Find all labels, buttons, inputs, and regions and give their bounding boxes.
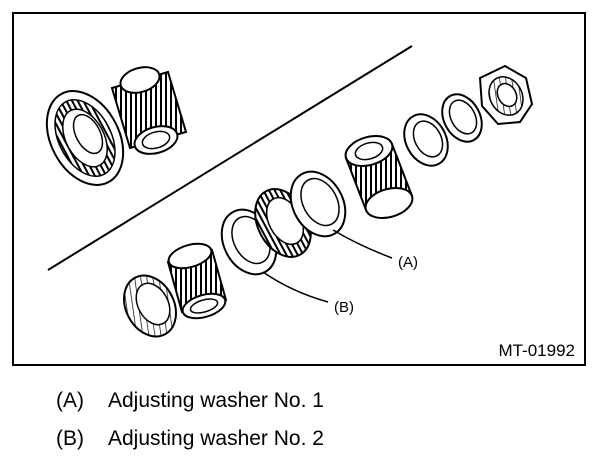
leader-line-a (332, 229, 393, 259)
outer-race (123, 274, 177, 338)
needle-bearing-lower (166, 242, 228, 320)
lock-nut (478, 64, 534, 126)
leader-line-b (262, 271, 329, 303)
legend-text-b: Adjusting washer No. 2 (108, 427, 324, 450)
bushing (344, 135, 414, 219)
washer-right-2 (441, 93, 483, 143)
callout-b: (B) (334, 299, 354, 316)
legend-key-a: (A) (56, 389, 84, 412)
adjusting-washer-a (289, 170, 347, 238)
legend-key-b: (B) (56, 427, 84, 450)
callout-a: (A) (398, 254, 418, 271)
tapered-roller-bearing (45, 90, 125, 186)
legend-text-a: Adjusting washer No. 1 (108, 389, 324, 412)
figure-code: MT-01992 (498, 341, 575, 360)
separator-line (47, 45, 413, 271)
exploded-diagram: (A) (B) MT-01992 (12, 12, 586, 366)
figure-frame (12, 12, 586, 366)
washer-right-1 (403, 113, 449, 167)
needle-bearing-upper (110, 66, 188, 155)
